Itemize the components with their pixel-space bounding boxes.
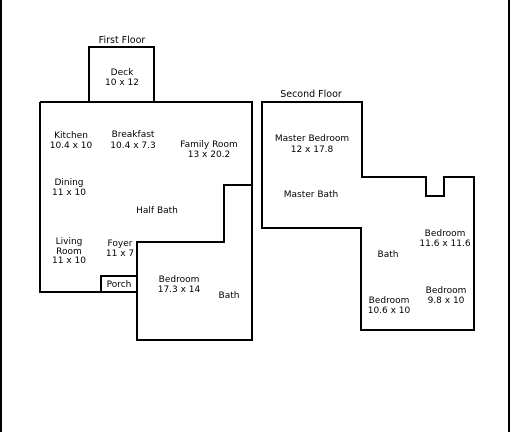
kitchen-name: Kitchen [54, 131, 88, 141]
living-room-name-line1: Living [56, 237, 83, 247]
living-room-name-line2: Room [56, 247, 82, 257]
deck-name: Deck [111, 68, 134, 78]
breakfast-size: 10.4 x 7.3 [110, 141, 155, 151]
breakfast-name: Breakfast [112, 130, 155, 140]
porch-name: Porch [107, 280, 132, 290]
dining-name: Dining [54, 178, 83, 188]
second-floor-outline [261, 101, 475, 331]
kitchen-size: 10.4 x 10 [50, 141, 93, 151]
second-floor-bath-name: Bath [378, 250, 399, 260]
foyer-name: Foyer [108, 239, 133, 249]
bedroom-lower-left-size: 10.6 x 10 [368, 306, 411, 316]
bedroom-lower-right-name: Bedroom [426, 286, 467, 296]
bedroom-upper-right-name: Bedroom [425, 229, 466, 239]
bedroom-lower-left-name: Bedroom [369, 296, 410, 306]
family-room-name: Family Room [180, 140, 237, 150]
first-floor-bedroom-size: 17.3 x 14 [158, 285, 201, 295]
master-bath-name: Master Bath [284, 190, 339, 200]
master-bedroom-size: 12 x 17.8 [291, 145, 334, 155]
bedroom-lower-right-size: 9.8 x 10 [428, 296, 465, 306]
porch-outline [100, 275, 138, 293]
first-floor-outline-right [40, 101, 253, 341]
second-floor-title: Second Floor [280, 89, 342, 100]
foyer-size: 11 x 7 [106, 249, 134, 259]
bedroom-upper-right-size: 11.6 x 11.6 [419, 239, 470, 249]
family-room-size: 13 x 20.2 [188, 150, 231, 160]
deck-size: 10 x 12 [105, 78, 139, 88]
dining-size: 11 x 10 [52, 188, 86, 198]
master-bedroom-name: Master Bedroom [275, 134, 349, 144]
first-floor-bedroom-name: Bedroom [159, 275, 200, 285]
second-floor-walls [261, 101, 475, 331]
half-bath-name: Half Bath [136, 206, 178, 216]
first-floor-title: First Floor [99, 35, 146, 46]
living-room-size: 11 x 10 [52, 256, 86, 266]
first-floor-walls [39, 46, 253, 341]
first-floor-bath-name: Bath [219, 291, 240, 301]
